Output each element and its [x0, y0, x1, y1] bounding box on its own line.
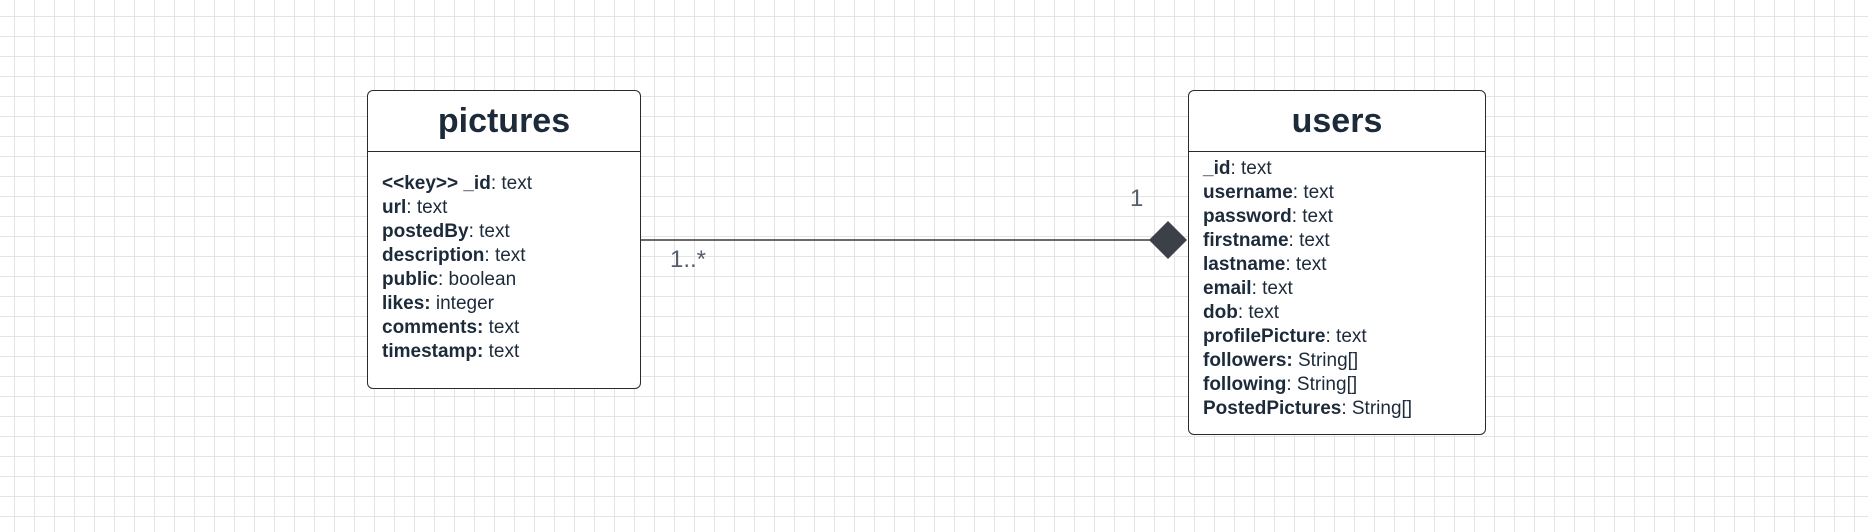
attribute-type: : boolean — [437, 269, 517, 290]
attribute-type: : text — [406, 197, 448, 218]
attribute-type: : text — [1292, 182, 1334, 203]
attribute-row: comments: text — [382, 316, 640, 340]
attribute-name: dob — [1203, 302, 1238, 323]
attribute-row: <<key>> _id: text — [382, 172, 640, 196]
attribute-row: username: text — [1203, 181, 1485, 205]
attribute-name: firstname — [1203, 230, 1289, 251]
attribute-name: _id — [1203, 158, 1231, 179]
attribute-type: : text — [490, 173, 533, 194]
attribute-type: : text — [1230, 158, 1272, 179]
attribute-name: postedBy — [382, 221, 469, 242]
attribute-name: following — [1203, 374, 1287, 395]
attribute-name: email — [1203, 278, 1252, 299]
attribute-type: : text — [1251, 278, 1293, 299]
attribute-row: url: text — [382, 196, 640, 220]
attribute-name: lastname — [1203, 254, 1286, 275]
attribute-type: integer — [430, 293, 494, 314]
attribute-row: following: String[] — [1203, 373, 1485, 397]
attribute-name: url — [382, 197, 407, 218]
attribute-name: username — [1203, 182, 1293, 203]
entity-title: users — [1189, 91, 1485, 152]
attribute-row: PostedPictures: String[] — [1203, 397, 1485, 421]
attribute-row: profilePicture: text — [1203, 325, 1485, 349]
attribute-row: password: text — [1203, 205, 1485, 229]
attribute-name: comments: — [382, 317, 484, 338]
attribute-type: : String[] — [1341, 398, 1413, 419]
attribute-row: postedBy: text — [382, 220, 640, 244]
attribute-type: text — [483, 317, 520, 338]
attribute-name: followers: — [1203, 350, 1293, 371]
attribute-type: : text — [1285, 254, 1327, 275]
multiplicity-pictures: 1..* — [670, 246, 707, 273]
attribute-type: : text — [484, 245, 526, 266]
attribute-type: : text — [1237, 302, 1280, 323]
multiplicity-users: 1 — [1130, 185, 1144, 212]
attribute-row: public: boolean — [382, 268, 640, 292]
attribute-type: : text — [1325, 326, 1367, 347]
entity-title: pictures — [368, 91, 640, 152]
attribute-row: description: text — [382, 244, 640, 268]
attribute-name: description — [382, 245, 485, 266]
attribute-row: firstname: text — [1203, 229, 1485, 253]
attribute-type: text — [483, 341, 520, 362]
attribute-row: email: text — [1203, 277, 1485, 301]
attribute-row: _id: text — [1203, 157, 1485, 181]
attribute-type: String[] — [1292, 350, 1359, 371]
composition-diamond-icon — [1149, 221, 1187, 259]
attribute-type: : text — [468, 221, 510, 242]
attribute-name: PostedPictures — [1203, 398, 1342, 419]
attribute-row: likes: integer — [382, 292, 640, 316]
attribute-name: <<key>> _id — [382, 173, 491, 194]
attribute-row: dob: text — [1203, 301, 1485, 325]
attribute-type: : text — [1291, 206, 1333, 227]
attribute-name: profilePicture — [1203, 326, 1326, 347]
attribute-name: public — [382, 269, 438, 290]
attribute-name: likes: — [382, 293, 431, 314]
attribute-name: password — [1203, 206, 1292, 227]
attribute-row: lastname: text — [1203, 253, 1485, 277]
attribute-name: timestamp: — [382, 341, 484, 362]
attribute-type: : String[] — [1286, 374, 1358, 395]
attribute-type: : text — [1288, 230, 1330, 251]
attribute-row: timestamp: text — [382, 340, 640, 364]
attribute-row: followers: String[] — [1203, 349, 1485, 373]
